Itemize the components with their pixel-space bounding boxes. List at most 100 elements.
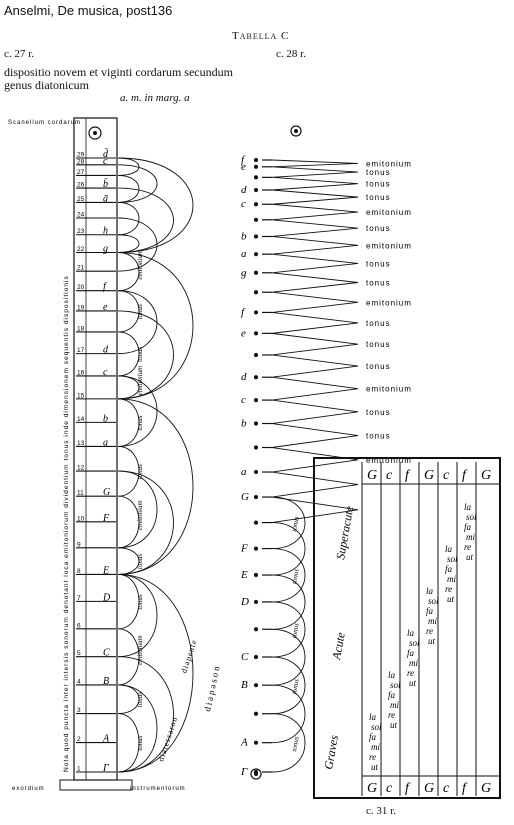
row-letter: E bbox=[240, 569, 248, 581]
solmisation-syllable: sol bbox=[390, 680, 401, 690]
row-dot bbox=[253, 217, 259, 222]
interval-arc bbox=[117, 234, 140, 253]
arc-label: emitonium bbox=[136, 635, 144, 665]
middle-arc-label: tonus bbox=[290, 516, 301, 533]
row-dot bbox=[253, 421, 259, 426]
diapente-arc bbox=[117, 187, 174, 253]
solmisation-syllable: re bbox=[407, 668, 414, 678]
solmisation-syllable: fa bbox=[426, 606, 434, 616]
string-letter: b̄ bbox=[103, 178, 108, 190]
row-letter: c bbox=[241, 394, 246, 406]
string-letter: d bbox=[103, 345, 109, 356]
row-dot bbox=[253, 627, 259, 632]
diapente-arc bbox=[117, 470, 174, 575]
string-number: 17 bbox=[77, 347, 85, 354]
page-number-left: c. 27 r. bbox=[4, 48, 34, 60]
row-dot bbox=[253, 520, 259, 525]
row-dot bbox=[253, 290, 259, 295]
solmisation-syllable: la bbox=[445, 544, 453, 554]
page-number-right: c. 28 r. bbox=[276, 48, 306, 60]
arc-label: tonus bbox=[136, 554, 144, 569]
solmisation-syllable: ut bbox=[409, 678, 417, 688]
solmisation-syllable: sol bbox=[371, 722, 382, 732]
string-letter: c̄ bbox=[103, 156, 108, 167]
row-dot bbox=[253, 494, 259, 500]
solmisation-syllable: la bbox=[369, 712, 377, 722]
top-label: Scanellum cordarum bbox=[8, 120, 81, 126]
header-cell: G bbox=[367, 468, 377, 483]
interval-arc bbox=[117, 331, 140, 377]
header-cell: f bbox=[462, 468, 468, 483]
string-number: 5 bbox=[77, 650, 81, 657]
interval-label: emitonium bbox=[366, 241, 412, 250]
row-dot bbox=[253, 397, 259, 403]
solmisation-syllable: mi bbox=[371, 742, 380, 752]
solmisation-syllable: fa bbox=[464, 522, 472, 532]
margin-note: a. m. in marg. a bbox=[120, 92, 190, 104]
solmisation-syllable: sol bbox=[447, 554, 458, 564]
footer-cell: G bbox=[424, 781, 434, 796]
interval-label: emitonium bbox=[366, 159, 412, 168]
page-number-footer: c. 31 r. bbox=[366, 805, 396, 817]
diapente-arc bbox=[117, 310, 174, 400]
row-dot bbox=[253, 445, 259, 450]
string-number: 10 bbox=[77, 515, 85, 522]
row-dot bbox=[253, 270, 259, 275]
solmisation-syllable: re bbox=[388, 710, 395, 720]
string-number: 27 bbox=[77, 169, 85, 176]
solmisation-syllable: re bbox=[464, 542, 471, 552]
string-lines: 1234567891011121314151617181920212223242… bbox=[76, 148, 116, 774]
row-letter: D bbox=[240, 596, 249, 608]
string-number: 1 bbox=[77, 766, 81, 773]
table-columns bbox=[361, 462, 501, 796]
string-number: 21 bbox=[77, 265, 85, 272]
string-letter: E bbox=[102, 565, 109, 576]
string-letter: h bbox=[103, 226, 108, 237]
side-label-acute: Acute bbox=[329, 631, 348, 662]
string-number: 15 bbox=[77, 392, 85, 399]
solmisation-syllable: ut bbox=[390, 720, 398, 730]
solmisation-syllable: la bbox=[464, 502, 472, 512]
arc-label: tonus bbox=[136, 594, 144, 609]
string-number: 6 bbox=[77, 622, 81, 629]
row-letter: b bbox=[241, 418, 247, 430]
string-number: 11 bbox=[77, 490, 84, 497]
string-letter: a bbox=[103, 437, 108, 448]
top-peg-middle bbox=[290, 125, 302, 137]
interval-label: emitonium bbox=[366, 208, 412, 217]
interval-arc bbox=[117, 174, 140, 203]
row-dot bbox=[253, 572, 259, 578]
bottom-peg-middle bbox=[250, 768, 262, 780]
solmisation-syllable: ut bbox=[447, 594, 455, 604]
interval-label: emitonium bbox=[366, 298, 412, 307]
interval-arcs: tonustonusemitoniumtonustonusemitoniumto… bbox=[117, 157, 222, 773]
solmisation-syllable: ut bbox=[428, 636, 436, 646]
string-number: 18 bbox=[77, 325, 85, 332]
solmisation-syllable: fa bbox=[388, 690, 396, 700]
row-dot bbox=[253, 711, 259, 716]
bottom-right-label: instrumentorum bbox=[130, 786, 186, 792]
section-heading: dispositio novem et viginti cordarum sec… bbox=[4, 65, 233, 92]
base-bar bbox=[59, 779, 133, 791]
string-number: 24 bbox=[77, 211, 85, 218]
string-number: 13 bbox=[77, 440, 85, 447]
row-letter: b bbox=[241, 230, 247, 242]
arc-label: tonus bbox=[136, 464, 144, 479]
row-letter: a bbox=[241, 248, 247, 260]
arc-label: tonus bbox=[136, 304, 144, 319]
row-dot bbox=[253, 683, 259, 688]
middle-arc bbox=[271, 522, 306, 576]
row-letter: a bbox=[241, 466, 247, 478]
solmisation-syllable: mi bbox=[466, 532, 475, 542]
interval-arc bbox=[117, 573, 140, 630]
row-letter: f bbox=[241, 154, 246, 166]
solmisation-syllable: fa bbox=[407, 648, 415, 658]
solmisation-syllable: re bbox=[445, 584, 452, 594]
solmisation-syllable: sol bbox=[466, 512, 477, 522]
interval-label: tonus bbox=[366, 362, 391, 371]
row-letter: B bbox=[241, 679, 248, 691]
